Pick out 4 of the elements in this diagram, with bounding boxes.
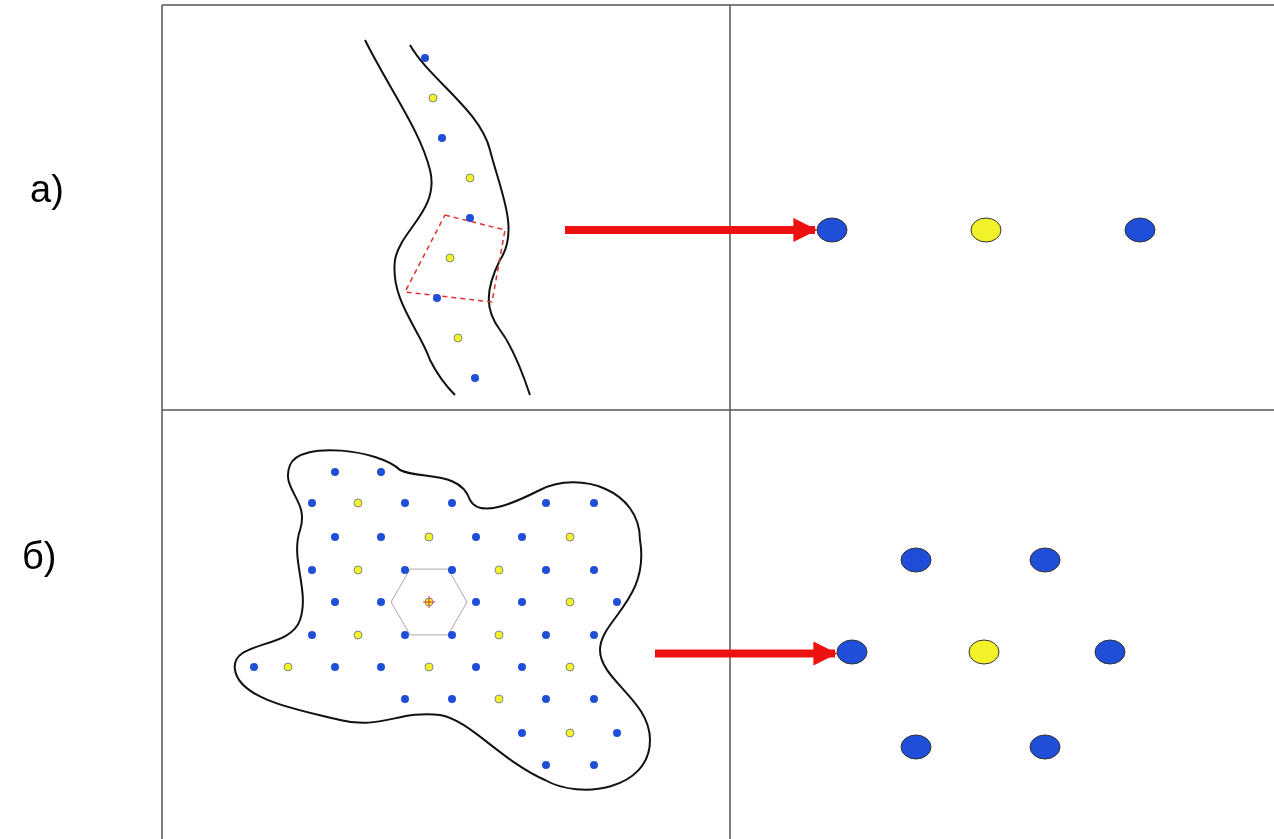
panel-label: а)	[30, 168, 64, 211]
hexagonal-atoms-drawing	[835, 546, 1127, 761]
atom-row-drawing	[815, 216, 1157, 244]
panel-label: б)	[22, 535, 57, 578]
